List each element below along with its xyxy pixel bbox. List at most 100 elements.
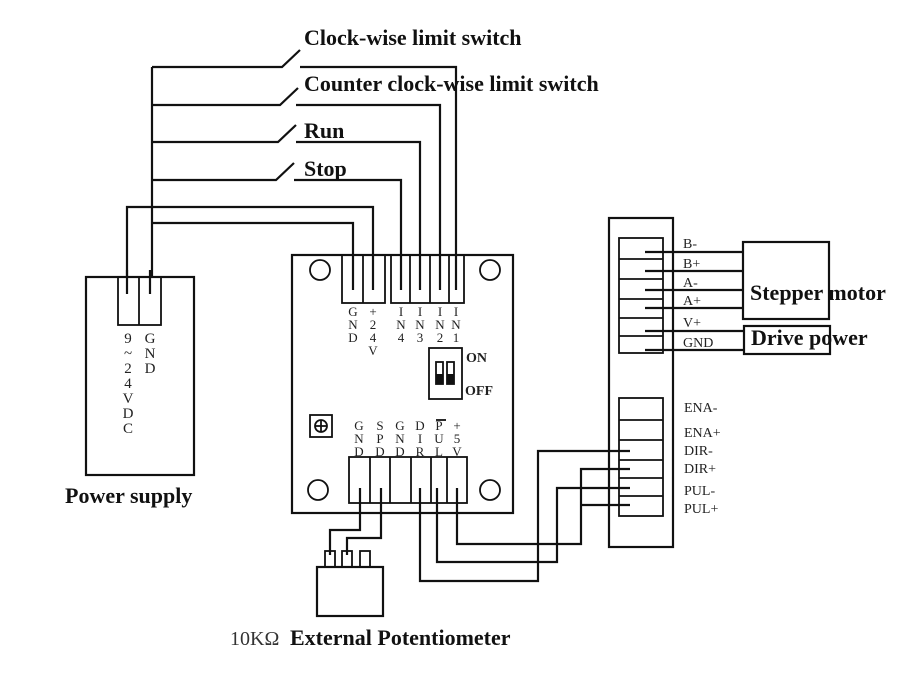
mount-hole — [479, 259, 501, 281]
driver-signal-pin-labels: ENA- ENA+ DIR- DIR+ PUL- PUL+ — [684, 401, 721, 517]
drive-power-label: Drive power — [751, 325, 868, 350]
stop-switch-wire-left — [152, 162, 295, 182]
board-pin-v24-char: 4 — [370, 330, 377, 345]
stop-label: Stop — [304, 156, 347, 181]
board-pin-gnd-char: N — [348, 317, 358, 332]
driver-motor-pin-label: B+ — [683, 257, 700, 272]
board-pin-in3-char: I — [418, 304, 422, 319]
driver-signal-pin-label: DIR- — [684, 444, 713, 459]
board-pin-v5-char: 5 — [454, 431, 461, 446]
psu-vin-char: C — [123, 421, 133, 437]
board-pin-in2-char: 2 — [437, 330, 444, 345]
stepper-motor-box — [741, 240, 831, 321]
board-pin-in1-char: N — [451, 317, 461, 332]
board-pin-gnd1-char: D — [354, 444, 363, 459]
gnd-wire — [152, 221, 355, 290]
switch-wires — [125, 49, 458, 290]
cw-limit-label: Clock-wise limit switch — [304, 25, 522, 50]
input-connector — [390, 254, 465, 304]
board-pin-gnd1-char: N — [354, 431, 364, 446]
board-pin-pul-char: P — [435, 418, 442, 433]
cw-switch-wire-right — [300, 65, 458, 290]
run-label: Run — [304, 118, 344, 143]
driver-signal-pin-label: ENA- — [684, 401, 718, 416]
psu-gnd-char: D — [145, 361, 156, 377]
cw-switch-wire-left — [152, 49, 301, 69]
signal-input-connector — [618, 397, 664, 517]
driver-signal-pin-label: PUL- — [684, 484, 715, 499]
board-pin-v24-char: + — [369, 304, 376, 319]
board-pin-in2-char: I — [438, 304, 442, 319]
board-pin-spd-char: S — [376, 418, 383, 433]
driver-signal-pin-label: PUL+ — [684, 502, 718, 517]
board-pin-v5-char: + — [453, 418, 460, 433]
psu-vin-char: V — [123, 391, 134, 407]
psu-vin-char: 2 — [124, 361, 132, 377]
board-pin-in1-char: 1 — [453, 330, 460, 345]
board-pin-in2-char: N — [435, 317, 445, 332]
psu-gnd-pin-label: GND — [145, 331, 156, 377]
psu-gnd-char: N — [145, 346, 156, 362]
motor-connector — [618, 237, 664, 354]
driver-motor-pin-label: A+ — [683, 294, 701, 309]
mount-hole — [307, 479, 329, 501]
ccw-switch-wire-left — [152, 87, 299, 107]
potentiometer — [315, 550, 385, 618]
stepper-motor-label: Stepper motor — [750, 280, 886, 305]
driver-signal-pin-label: DIR+ — [684, 462, 716, 477]
board-pin-in3-char: 3 — [417, 330, 424, 345]
board-pin-dir-char: R — [416, 444, 425, 459]
board-pin-in4-char: 4 — [398, 330, 405, 345]
board-pin-in1-char: I — [454, 304, 458, 319]
dip-off-label: OFF — [465, 384, 493, 399]
board-pin-gnd-char: D — [348, 330, 357, 345]
board-pin-pul-char: U — [434, 431, 444, 446]
board-pin-in4-char: N — [396, 317, 406, 332]
signal-connector — [348, 456, 468, 504]
drive-power-box — [742, 324, 832, 356]
dip-switch — [428, 347, 463, 400]
board-pin-spd-char: P — [376, 431, 383, 446]
ccw-limit-label: Counter clock-wise limit switch — [304, 71, 599, 96]
board-pin-pul-char: L — [435, 444, 443, 459]
ccw-switch-wire-right — [296, 103, 442, 290]
board-pin-gnd2-char: G — [395, 418, 404, 433]
bottom-wires — [328, 449, 630, 583]
board-pin-spd-char: D — [375, 444, 384, 459]
driver-signal-pin-label: ENA+ — [684, 426, 721, 441]
board-pin-v24-char: V — [368, 343, 378, 358]
trimmer — [309, 414, 333, 438]
pot-value-label: 10KΩ — [230, 628, 279, 650]
v24-wire — [125, 205, 375, 290]
board-pin-gnd2-char: D — [395, 444, 404, 459]
stepper-driver — [607, 216, 744, 549]
driver-motor-pin-label: A- — [683, 276, 698, 291]
psu-vin-char: D — [123, 406, 134, 422]
board-pin-in4-char: I — [399, 304, 403, 319]
power-supply — [84, 270, 196, 477]
run-switch-wire-left — [152, 124, 297, 144]
board-pin-dir-char: I — [418, 431, 422, 446]
dip-on-label: ON — [466, 351, 487, 366]
mount-hole — [479, 479, 501, 501]
stop-switch-wire-right — [294, 178, 403, 290]
psu-vin-char: 4 — [124, 376, 132, 392]
psu-gnd-char: G — [145, 331, 156, 347]
psu-vin-char: ~ — [124, 346, 132, 362]
driver-motor-pin-label: GND — [683, 336, 713, 351]
board-pin-gnd-char: G — [348, 304, 357, 319]
board-pin-in3-char: N — [415, 317, 425, 332]
mount-hole — [309, 259, 331, 281]
driver-motor-pin-label: B- — [683, 237, 697, 252]
driver-motor-pin-labels: B- B+ A- A+ V+ GND — [683, 237, 713, 351]
board-pin-dir-char: D — [415, 418, 424, 433]
run-switch-wire-right — [296, 140, 422, 290]
driver-motor-pin-label: V+ — [683, 316, 701, 331]
potentiometer-label: External Potentiometer — [290, 625, 511, 650]
psu-vin-char: 9 — [124, 331, 132, 347]
board-pin-gnd1-char: G — [354, 418, 363, 433]
board-pin-v5-char: V — [452, 444, 462, 459]
